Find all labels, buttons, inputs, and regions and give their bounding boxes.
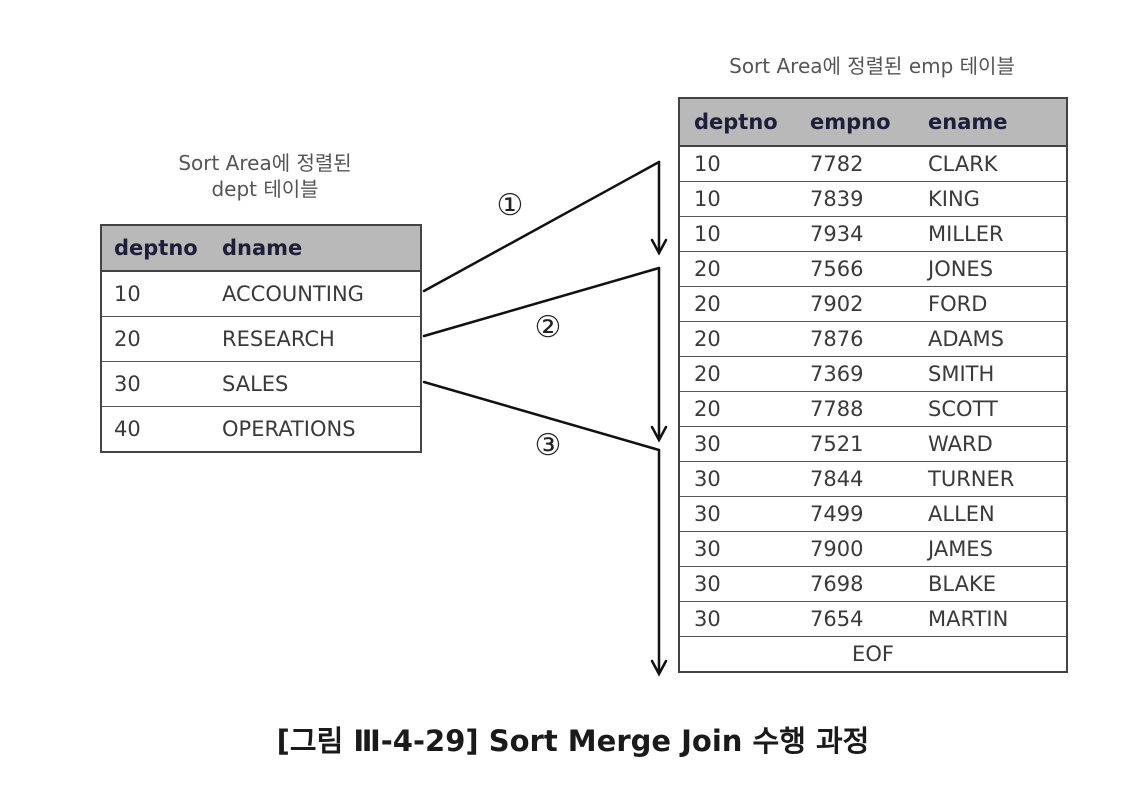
emp-cell-deptno: 20: [679, 286, 804, 322]
dept-caption-line2: dept 테이블: [211, 177, 319, 201]
emp-cell-deptno: 30: [679, 566, 804, 602]
emp-cell-empno: 7902: [804, 286, 924, 322]
emp-cell-ename: MILLER: [924, 216, 1067, 252]
emp-cell-deptno: 20: [679, 356, 804, 392]
emp-cell-empno: 7934: [804, 216, 924, 252]
emp-row: 30 7698 BLAKE: [679, 566, 1067, 602]
emp-header-row: deptno empno ename: [679, 97, 1067, 147]
emp-row: 20 7369 SMITH: [679, 356, 1067, 392]
emp-header-ename: ename: [924, 97, 1067, 147]
emp-row: 20 7902 FORD: [679, 286, 1067, 322]
arrowhead-2: [650, 425, 668, 443]
dept-row: 40 OPERATIONS: [101, 406, 421, 453]
connector-line-2: [422, 266, 661, 338]
arrowhead-1: [650, 238, 668, 256]
emp-header-empno: empno: [804, 97, 924, 147]
emp-cell-ename: CLARK: [924, 145, 1067, 182]
emp-row: 30 7654 MARTIN: [679, 601, 1067, 637]
step-1-label: ①: [497, 188, 524, 223]
emp-row: 10 7934 MILLER: [679, 216, 1067, 252]
emp-cell-deptno: 20: [679, 321, 804, 357]
step-2-label: ②: [535, 310, 562, 345]
emp-cell-ename: TURNER: [924, 461, 1067, 497]
emp-cell-empno: 7844: [804, 461, 924, 497]
dept-header-row: deptno dname: [101, 224, 421, 272]
emp-cell-deptno: 30: [679, 496, 804, 532]
dept-row: 30 SALES: [101, 361, 421, 407]
emp-cell-empno: 7654: [804, 601, 924, 637]
dept-cell-dname: OPERATIONS: [218, 406, 421, 453]
emp-cell-ename: WARD: [924, 426, 1067, 462]
emp-cell-deptno: 30: [679, 426, 804, 462]
dept-header-dname: dname: [218, 224, 421, 272]
emp-cell-empno: 7698: [804, 566, 924, 602]
dept-cell-dname: RESEARCH: [218, 316, 421, 362]
arrowhead-3: [650, 659, 668, 677]
emp-row: 10 7782 CLARK: [679, 145, 1067, 182]
emp-cell-ename: JONES: [924, 251, 1067, 287]
dept-cell-dname: ACCOUNTING: [218, 270, 421, 317]
emp-cell-empno: 7566: [804, 251, 924, 287]
emp-cell-ename: MARTIN: [924, 601, 1067, 637]
emp-cell-ename: JAMES: [924, 531, 1067, 567]
emp-row: 10 7839 KING: [679, 181, 1067, 217]
dept-cell-deptno: 40: [101, 406, 218, 453]
connector-line-3: [422, 380, 661, 452]
dept-header-deptno: deptno: [101, 224, 218, 272]
emp-cell-empno: 7782: [804, 145, 924, 182]
dept-caption-line1: Sort Area에 정렬된: [178, 151, 352, 175]
emp-eof-row: EOF: [679, 636, 1067, 673]
dept-cell-deptno: 20: [101, 316, 218, 362]
emp-row: 30 7900 JAMES: [679, 531, 1067, 567]
emp-header-deptno: deptno: [679, 97, 804, 147]
emp-cell-deptno: 30: [679, 531, 804, 567]
emp-table: deptno empno ename 10 7782 CLARK 10 7839…: [678, 97, 1068, 673]
dept-row: 10 ACCOUNTING: [101, 270, 421, 317]
dept-row: 20 RESEARCH: [101, 316, 421, 362]
emp-cell-deptno: 30: [679, 461, 804, 497]
emp-cell-deptno: 30: [679, 601, 804, 637]
dept-table-caption: Sort Area에 정렬된 dept 테이블: [120, 150, 410, 202]
emp-cell-empno: 7499: [804, 496, 924, 532]
emp-cell-empno: 7900: [804, 531, 924, 567]
emp-cell-ename: BLAKE: [924, 566, 1067, 602]
dept-cell-deptno: 30: [101, 361, 218, 407]
dept-cell-dname: SALES: [218, 361, 421, 407]
eof-label: EOF: [679, 636, 1067, 673]
emp-row: 30 7521 WARD: [679, 426, 1067, 462]
emp-row: 20 7566 JONES: [679, 251, 1067, 287]
step-3-label: ③: [535, 428, 562, 463]
emp-row: 30 7499 ALLEN: [679, 496, 1067, 532]
emp-row: 30 7844 TURNER: [679, 461, 1067, 497]
emp-cell-ename: SMITH: [924, 356, 1067, 392]
emp-cell-ename: FORD: [924, 286, 1067, 322]
emp-cell-deptno: 10: [679, 145, 804, 182]
figure-caption: [그림 Ⅲ-4-29] Sort Merge Join 수행 과정: [276, 724, 870, 758]
connector-line-1: [422, 160, 661, 293]
emp-table-caption: Sort Area에 정렬된 emp 테이블: [729, 54, 1015, 78]
dept-table: deptno dname 10 ACCOUNTING 20 RESEARCH 3…: [100, 224, 422, 453]
